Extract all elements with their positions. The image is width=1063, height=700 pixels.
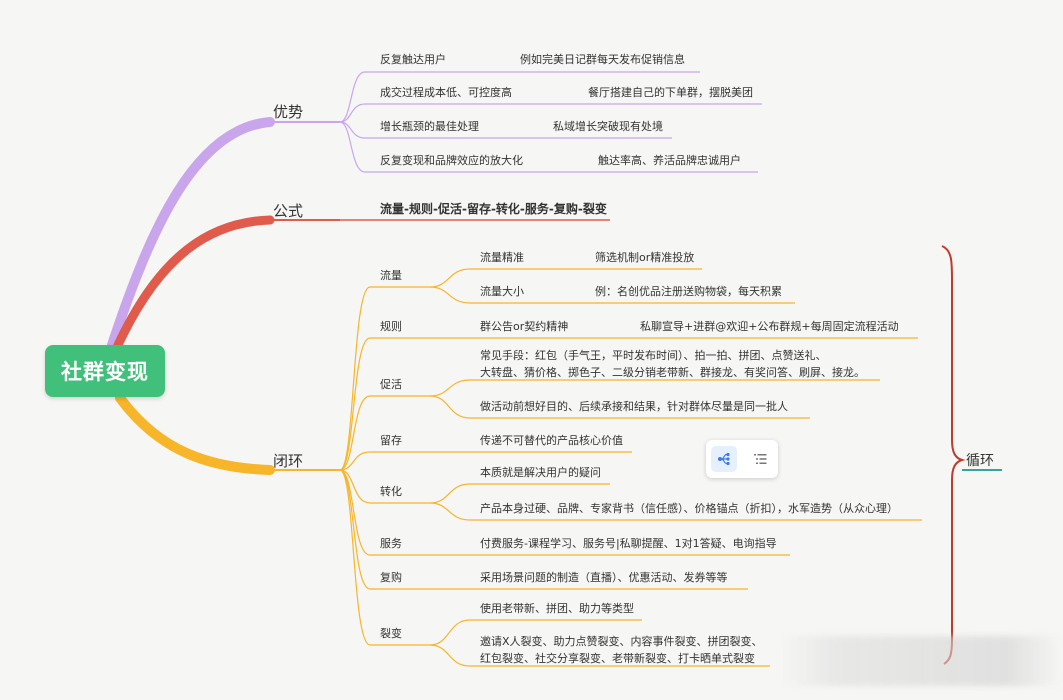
topic-service[interactable]: 服务 [380,537,402,550]
fission-item-1[interactable]: 使用老带新、拼团、助力等类型 [480,602,634,615]
root-topic[interactable]: 社群变现 [45,345,165,397]
traffic-detail-1[interactable]: 筛选机制or精准投放 [595,251,695,264]
cycle-brace [941,245,966,665]
service-text[interactable]: 付费服务-课程学习、服务号|私聊提醒、1对1答疑、电询指导 [480,537,777,550]
traffic-item-1[interactable]: 流量精准 [480,251,524,264]
formula-text[interactable]: 流量-规则-促活-留存-转化-服务-复购-裂变 [380,202,607,216]
mindmap-icon [718,452,730,466]
conversion-item-2[interactable]: 产品本身过硬、品牌、专家背书（信任感）、价格锚点（折扣），水军造势（从众心理） [480,502,898,515]
blurred-watermark [780,636,1063,686]
fission-item-2-line-2[interactable]: 红包裂变、社交分享裂变、老带新裂变、打卡晒单式裂变 [480,652,755,665]
activation-item-1-line-1[interactable]: 常见手段：红包（手气王，平时发布时间）、拍一拍、拼团、点赞送礼、 [480,349,827,362]
topic-advantage[interactable]: 优势 [273,103,304,121]
topic-repurchase[interactable]: 复购 [380,571,402,584]
advantage-item-2[interactable]: 成交过程成本低、可控度高 [380,86,512,99]
view-toolbar [706,440,778,478]
mindmap-view-button[interactable] [711,446,737,472]
formula-branch-curve [113,215,275,350]
topic-traffic[interactable]: 流量 [380,269,402,282]
advantage-item-4[interactable]: 反复变现和品牌效应的放大化 [380,154,523,167]
topic-formula[interactable]: 公式 [273,202,304,220]
cycle-label[interactable]: 循环 [966,453,994,469]
activation-item-1-line-2[interactable]: 大转盘、猜价格、掷色子、二级分销老带新、群接龙、有奖问答、刷屏、接龙。 [480,366,865,379]
topic-rules[interactable]: 规则 [380,320,402,333]
topic-retention[interactable]: 留存 [380,434,402,447]
advantage-item-3[interactable]: 增长瓶颈的最佳处理 [380,120,479,133]
topic-loop[interactable]: 闭环 [273,452,304,470]
traffic-detail-2[interactable]: 例：名创优品注册送购物袋，每天积累 [595,285,782,298]
advantage-detail-4[interactable]: 触达率高、养活品牌忠诚用户 [598,154,741,167]
fission-item-2-line-1[interactable]: 邀请X人裂变、助力点赞裂变、内容事件裂变、拼团裂变、 [480,635,763,648]
outline-list-icon [754,454,767,464]
retention-text[interactable]: 传递不可替代的产品核心价值 [480,434,623,447]
advantage-detail-3[interactable]: 私域增长突破现有处境 [553,120,663,133]
traffic-item-2[interactable]: 流量大小 [480,285,524,298]
advantage-branch-curve [107,117,275,350]
conversion-item-1[interactable]: 本质就是解决用户的疑问 [480,466,601,479]
topic-conversion[interactable]: 转化 [380,485,402,498]
repurchase-text[interactable]: 采用场景问题的制造（直播）、优惠活动、发券等等 [480,571,728,584]
outline-view-button[interactable] [747,446,773,472]
advantage-detail-1[interactable]: 例如完美日记群每天发布促销信息 [520,53,685,66]
advantage-detail-2[interactable]: 餐厅搭建自己的下单群，摆脱美团 [588,86,753,99]
rules-key[interactable]: 群公告or契约精神 [480,320,569,333]
topic-fission[interactable]: 裂变 [380,627,402,640]
topic-activation[interactable]: 促活 [380,378,402,391]
activation-item-2[interactable]: 做活动前想好目的、后续承接和结果，针对群体尽量是同一批人 [480,400,788,413]
advantage-item-1[interactable]: 反复触达用户 [380,53,446,66]
rules-detail[interactable]: 私聊宣导+进群@欢迎+公布群规+每周固定流程活动 [640,320,899,333]
loop-branch-curve [115,393,275,475]
